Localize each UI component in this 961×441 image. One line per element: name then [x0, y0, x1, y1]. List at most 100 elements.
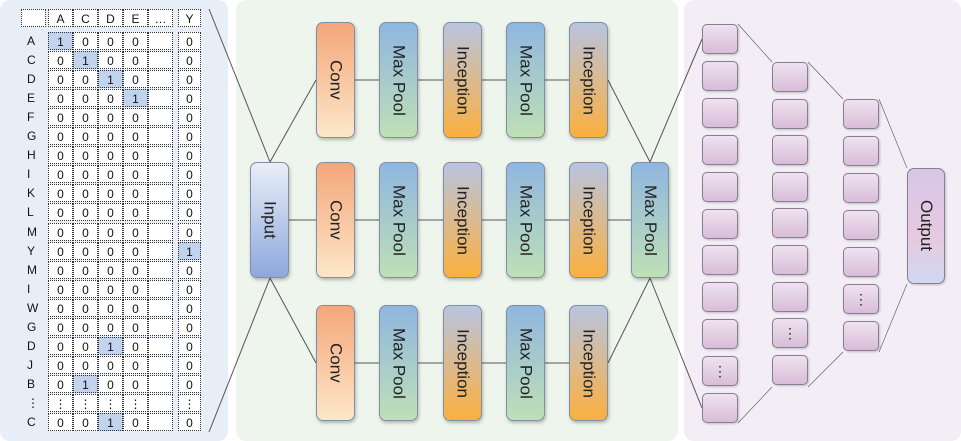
- matrix-cell: 0: [178, 165, 201, 184]
- matrix-cell: 0: [48, 108, 73, 127]
- matrix-cell: 0: [98, 222, 123, 241]
- inception-block: Inception: [569, 22, 608, 138]
- matrix-cell: 0: [178, 108, 201, 127]
- matrix-cell: 0: [48, 279, 73, 298]
- matrix-row-label: G: [27, 319, 37, 334]
- matrix-cell: 1: [123, 89, 148, 108]
- matrix-cell: 1: [98, 336, 123, 355]
- merge-to-fc-line: [649, 38, 703, 163]
- matrix-cell: 0: [73, 336, 98, 355]
- output-block-label: Output: [917, 200, 936, 252]
- matrix-cell: 0: [48, 241, 73, 260]
- matrix-row-label: F: [27, 110, 35, 125]
- matrix-cell: 1: [48, 32, 73, 50]
- matrix-cell: 0: [123, 165, 148, 184]
- matrix-cell: 0: [178, 70, 201, 89]
- matrix-cell: 0: [98, 146, 123, 165]
- matrix-cell: 0: [98, 184, 123, 203]
- matrix-row-label: D: [27, 72, 36, 87]
- matrix-cell: [148, 355, 173, 374]
- matrix-cell: 0: [178, 203, 201, 222]
- matrix-cell: 0: [98, 355, 123, 374]
- inception-block-label: Inception: [579, 45, 599, 115]
- matrix-cell: 0: [48, 317, 73, 336]
- matrix-cell: 0: [123, 260, 148, 279]
- matrix-cell: 0: [98, 298, 123, 317]
- matrix-row-label: J: [27, 357, 33, 372]
- matrix-cell: [148, 89, 173, 108]
- fc-ellipsis-node: ⋮: [702, 356, 738, 387]
- fc-node: [702, 393, 738, 423]
- matrix-row-label: I: [27, 167, 31, 182]
- matrix-row-label: B: [27, 376, 36, 391]
- merge-to-fc-line: [649, 277, 703, 409]
- matrix-cell: 0: [48, 260, 73, 279]
- max-pool-block-label: Max Pool: [516, 327, 536, 399]
- fc-node: [772, 135, 808, 166]
- matrix-cell: 0: [123, 374, 148, 393]
- matrix-cell: 1: [178, 241, 201, 260]
- matrix-cell: 0: [178, 317, 201, 336]
- matrix-cell: 0: [178, 32, 201, 50]
- fc-funnel-line: [878, 98, 908, 169]
- fc-node: [843, 321, 879, 351]
- matrix-cell: 0: [48, 127, 73, 146]
- matrix-cell: 0: [123, 413, 148, 431]
- matrix-cell: 0: [98, 279, 123, 298]
- matrix-cell: 0: [73, 317, 98, 336]
- matrix-cell: 0: [123, 298, 148, 317]
- matrix-cell: 1: [98, 413, 123, 431]
- matrix-cell: 0: [98, 32, 123, 50]
- fc-node: [702, 97, 738, 128]
- matrix-cell: 0: [123, 222, 148, 241]
- matrix-cell: 0: [178, 298, 201, 317]
- matrix-cell: 0: [48, 146, 73, 165]
- matrix-cell: 0: [98, 203, 123, 222]
- matrix-cell: ⋮: [123, 393, 148, 412]
- matrix-cell: 0: [48, 89, 73, 108]
- matrix-cell: 0: [48, 203, 73, 222]
- inception-block-label: Inception: [453, 328, 473, 398]
- matrix-cell: 0: [123, 184, 148, 203]
- matrix-cell: 0: [123, 108, 148, 127]
- fc-node: [772, 171, 808, 202]
- fc-node: [772, 245, 808, 275]
- fc-ellipsis-node: ⋮: [772, 318, 808, 349]
- matrix-cell: 0: [98, 165, 123, 184]
- matrix-cell: [148, 317, 173, 336]
- fc-node: [843, 136, 879, 166]
- matrix-col-header: E: [123, 9, 148, 27]
- matrix-cell: ⋮: [48, 393, 73, 412]
- matrix-cell: 0: [123, 146, 148, 165]
- matrix-cell: 0: [178, 51, 201, 70]
- matrix-cell: ⋮: [178, 393, 201, 412]
- matrix-cell: 0: [73, 260, 98, 279]
- matrix-cell: 0: [73, 127, 98, 146]
- matrix-row-label: D: [27, 338, 36, 353]
- matrix-corner-cell: [21, 9, 46, 27]
- fc-node: [772, 62, 808, 92]
- output-block: Output: [907, 168, 945, 284]
- matrix-cell: 0: [123, 279, 148, 298]
- fc-funnel-line: [737, 23, 773, 63]
- matrix-row-label: G: [27, 129, 37, 144]
- max-pool-block: Max Pool: [379, 22, 418, 138]
- branch-to-merge-line: [607, 79, 651, 163]
- matrix-cell: 0: [178, 260, 201, 279]
- matrix-col-header: A: [48, 9, 73, 27]
- matrix-cell: 0: [98, 260, 123, 279]
- matrix-cell: 0: [48, 222, 73, 241]
- matrix-cell: 0: [48, 184, 73, 203]
- matrix-cell: 0: [178, 222, 201, 241]
- matrix-cell: 0: [123, 317, 148, 336]
- fc-node: [843, 99, 879, 129]
- matrix-row-label: Y: [27, 243, 36, 258]
- matrix-cell: 1: [98, 70, 123, 89]
- matrix-cell: [148, 51, 173, 70]
- matrix-row-label: C: [27, 415, 36, 429]
- fc-funnel-line: [807, 351, 844, 388]
- matrix-row-label: K: [27, 186, 36, 201]
- inception-block-label: Inception: [579, 185, 599, 255]
- max-pool-block-label: Max Pool: [389, 184, 409, 256]
- matrix-cell: [148, 70, 173, 89]
